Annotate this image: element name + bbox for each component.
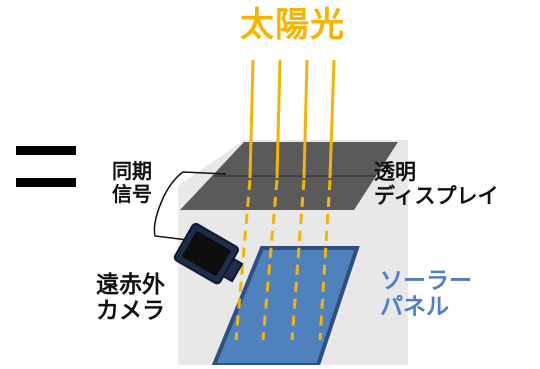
panel-label-line-2: パネル <box>380 294 449 321</box>
ray-4-solid <box>328 59 336 179</box>
equals-sign-top-bar <box>16 146 76 155</box>
solar-panel-label: ソーラー パネル <box>380 268 472 321</box>
sync-label-line-2: 信号 <box>112 182 152 206</box>
sunlight-rays-transmitted <box>234 179 332 341</box>
display-label-line-2: ディスプレイ <box>374 184 499 209</box>
equals-sign-bottom-bar <box>16 178 76 187</box>
sunlight-label: 太陽光 <box>240 5 345 45</box>
display-label-line-1: 透明 <box>374 160 416 184</box>
ray-3-dashed <box>290 179 306 341</box>
infrared-camera-icon <box>173 222 244 285</box>
ray-2-solid <box>275 59 282 179</box>
ray-2-dashed <box>261 179 279 341</box>
camera-label-line-2: カメラ <box>96 298 165 325</box>
ray-3-solid <box>302 59 309 179</box>
sync-label-line-1: 同期 <box>112 159 152 183</box>
ray-1-dashed <box>234 179 252 341</box>
sync-signal-label: 同期 信号 <box>112 160 152 206</box>
infrared-camera-label: 遠赤外 カメラ <box>96 272 165 325</box>
ray-4-dashed <box>318 179 332 341</box>
transparent-display-label: 透明 ディスプレイ <box>374 160 499 208</box>
camera-label-line-1: 遠赤外 <box>96 272 165 298</box>
sunlight-rays <box>248 59 336 179</box>
ray-1-solid <box>248 59 255 179</box>
sync-signal-wire <box>153 171 227 241</box>
panel-label-line-1: ソーラー <box>380 268 472 294</box>
